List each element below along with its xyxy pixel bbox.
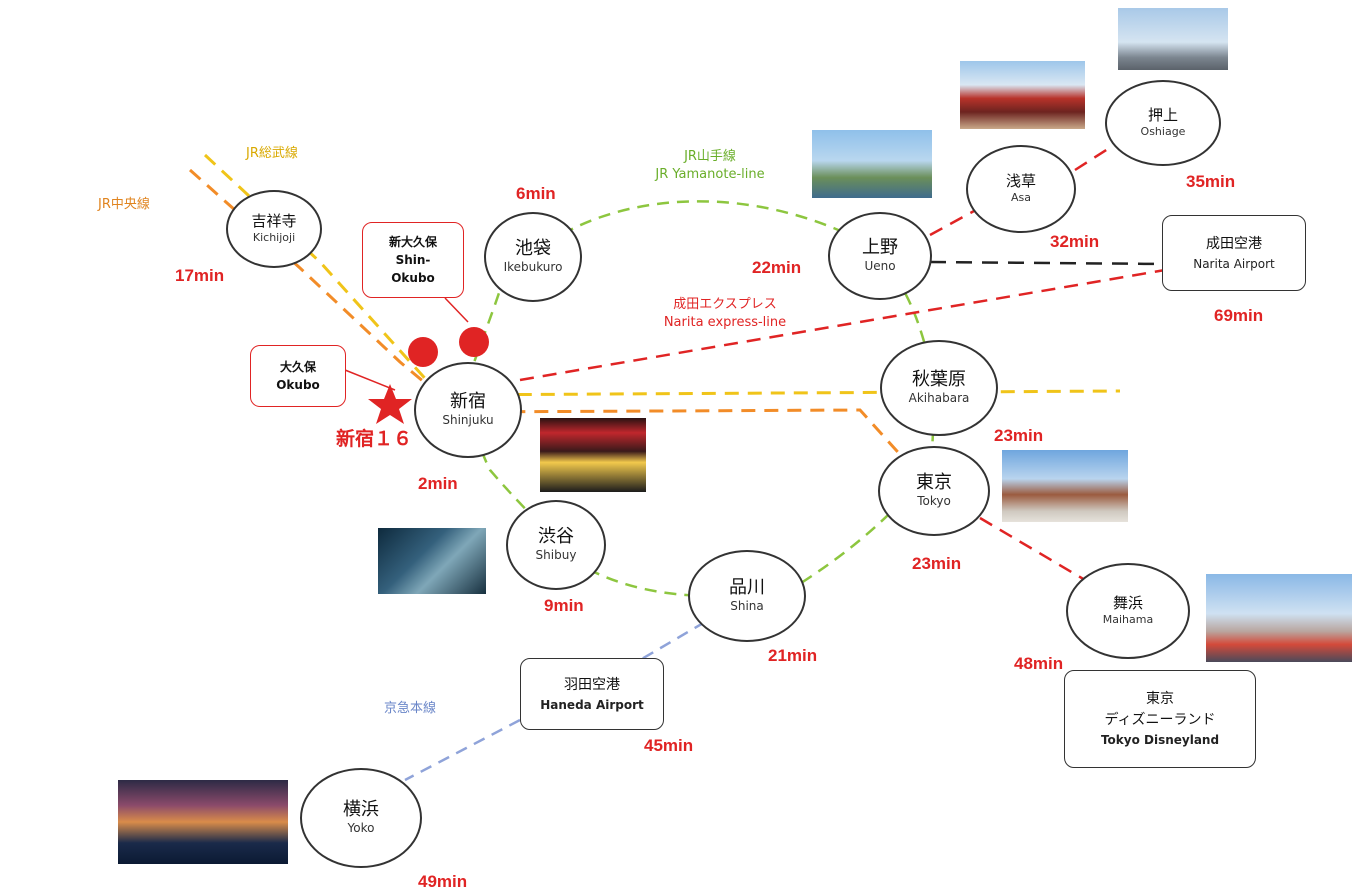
station-shinagawa: 品川 Shina <box>688 550 806 642</box>
shin-okubo-dot <box>459 327 489 357</box>
keisei-line <box>929 260 1166 266</box>
narita-express-label-en: Narita express-line <box>663 315 787 331</box>
shin-okubo-jp: 新大久保 <box>388 235 437 249</box>
yokohama-jp: 横浜 <box>343 798 379 820</box>
keiyo-line <box>979 516 1086 582</box>
oshiage-en: Oshiage <box>1140 125 1186 139</box>
okubo-pointer <box>344 369 396 391</box>
tokyo-en: Tokyo <box>917 494 951 509</box>
time-kichijoji: 17min <box>175 266 225 285</box>
narita-express-line <box>519 268 1166 382</box>
time-shinagawa: 21min <box>768 646 818 665</box>
akihabara-jp: 秋葉原 <box>912 368 966 390</box>
yokohama-en: Yoko <box>347 821 375 836</box>
ueno-jp: 上野 <box>862 236 898 258</box>
station-akihabara: 秋葉原 Akihabara <box>880 340 998 436</box>
okubo-en: Okubo <box>276 378 320 392</box>
time-ikebukuro: 6min <box>516 184 556 203</box>
kichijoji-en: Kichijoji <box>252 231 296 245</box>
yamanote-line-label: JR山手線 JR Yamanote-line <box>640 148 780 184</box>
station-shibuya: 渋谷 Shibuy <box>506 500 606 590</box>
box-tokyo-disneyland: 東京 ディズニーランド Tokyo Disneyland <box>1064 670 1256 768</box>
callout-okubo: 大久保 Okubo <box>250 345 346 407</box>
property-label: 新宿１６ <box>336 428 413 450</box>
time-haneda: 45min <box>644 736 694 755</box>
shibuya-en: Shibuy <box>535 548 577 563</box>
ikebukuro-en: Ikebukuro <box>503 260 563 275</box>
keikyu-line-lower <box>404 718 521 782</box>
shinagawa-en: Shina <box>730 599 764 614</box>
shinjuku-jp: 新宿 <box>450 390 486 412</box>
station-maihama: 舞浜 Maihama <box>1066 563 1190 659</box>
shin-okubo-en2: Okubo <box>391 271 435 285</box>
station-kichijoji: 吉祥寺 Kichijoji <box>226 190 322 268</box>
station-ikebukuro: 池袋 Ikebukuro <box>484 212 582 302</box>
shin-okubo-pointer <box>444 297 469 323</box>
time-maihama: 48min <box>1014 654 1064 673</box>
shinjuku-en: Shinjuku <box>442 413 494 428</box>
disney-en: Tokyo Disneyland <box>1100 733 1220 747</box>
maihama-jp: 舞浜 <box>1112 594 1143 613</box>
station-tokyo: 東京 Tokyo <box>878 446 990 536</box>
ueno-park-photo <box>812 130 932 198</box>
station-oshiage: 押上 Oshiage <box>1105 80 1221 166</box>
property-star <box>368 384 412 424</box>
akihabara-en: Akihabara <box>908 391 970 406</box>
station-shinjuku: 新宿 Shinjuku <box>414 362 522 458</box>
narita-express-label: 成田エクスプレス Narita express-line <box>640 296 810 332</box>
box-haneda-airport: 羽田空港 Haneda Airport <box>520 658 664 730</box>
ikebukuro-jp: 池袋 <box>515 237 551 259</box>
shibuya-photo <box>378 528 486 594</box>
time-shibuya-9min: 9min <box>544 596 584 615</box>
ueno-en: Ueno <box>864 259 896 274</box>
oshiage-jp: 押上 <box>1147 106 1178 125</box>
yokohama-photo <box>118 780 288 864</box>
disney-jp1: 東京 <box>1146 691 1174 707</box>
chuo-line-label: JR中央線 <box>98 197 150 212</box>
shinagawa-jp: 品川 <box>729 576 765 598</box>
okubo-dot <box>408 337 438 367</box>
yamanote-label-jp: JR山手線 <box>684 149 736 164</box>
disney-jp2: ディズニーランド <box>1104 712 1216 728</box>
callout-shin-okubo: 新大久保 Shin- Okubo <box>362 222 464 298</box>
maihama-en: Maihama <box>1102 613 1154 627</box>
station-asakusa: 浅草 Asa <box>966 145 1076 233</box>
skytree-photo <box>1118 8 1228 70</box>
sensoji-temple-photo <box>960 61 1085 129</box>
tokyo-jp: 東京 <box>916 471 952 493</box>
keikyu-line-upper <box>639 620 706 662</box>
asakusa-jp: 浅草 <box>1005 172 1036 191</box>
yamanote-label-en: JR Yamanote-line <box>655 167 765 183</box>
tokyo-station-photo <box>1002 450 1128 522</box>
time-tokyo: 23min <box>912 554 962 573</box>
station-yokohama: 横浜 Yoko <box>300 768 422 868</box>
kichijoji-jp: 吉祥寺 <box>251 212 297 231</box>
time-asakusa: 32min <box>1050 232 1100 251</box>
time-shibuya-2min: 2min <box>418 474 458 493</box>
narita-express-label-jp: 成田エクスプレス <box>673 297 777 312</box>
time-oshiage: 35min <box>1186 172 1236 191</box>
shinjuku-night-photo <box>540 418 646 492</box>
box-narita-airport: 成田空港 Narita Airport <box>1162 215 1306 291</box>
time-ueno: 22min <box>752 258 802 277</box>
time-narita: 69min <box>1214 306 1264 325</box>
haneda-en: Haneda Airport <box>540 697 644 712</box>
shibuya-jp: 渋谷 <box>538 525 574 547</box>
time-yokohama: 49min <box>418 872 468 891</box>
shin-okubo-en1: Shin- <box>395 253 431 267</box>
time-akihabara: 23min <box>994 426 1044 445</box>
narita-jp: 成田空港 <box>1206 235 1262 252</box>
station-ueno: 上野 Ueno <box>828 212 932 300</box>
disneyland-photo <box>1206 574 1352 662</box>
sobu-line-label: JR総武線 <box>246 146 298 161</box>
okubo-jp: 大久保 <box>279 360 316 374</box>
keikyu-line-label: 京急本線 <box>384 701 437 716</box>
haneda-jp: 羽田空港 <box>564 676 620 693</box>
narita-en: Narita Airport <box>1193 256 1275 271</box>
asakusa-en: Asa <box>1011 191 1031 205</box>
